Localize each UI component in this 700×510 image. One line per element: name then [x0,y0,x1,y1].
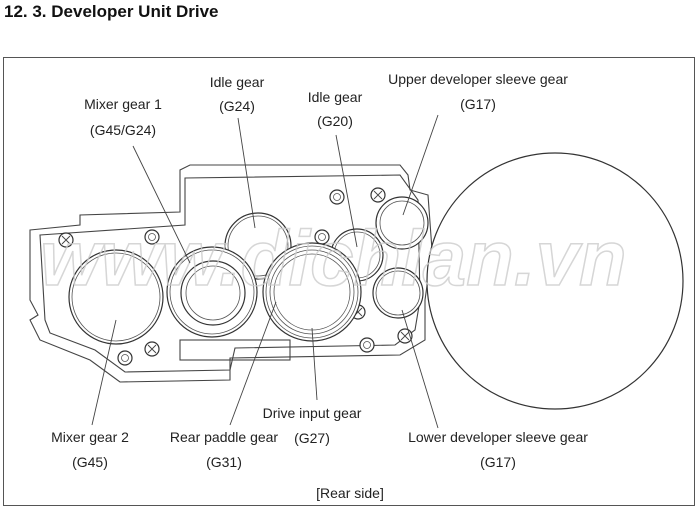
screw-icon [58,232,74,248]
label-rear-paddle-name: Rear paddle gear [170,429,279,445]
housing-outline [29,164,433,383]
boss-icon [329,189,345,205]
leader-line [401,309,439,429]
boss-icon [314,229,330,245]
lower-developer-sleeve-gear [372,267,424,319]
label-mixer-2-name: Mixer gear 2 [51,429,129,445]
label-mixer-1-code: (G45/G24) [90,122,156,138]
label-mixer-1-name: Mixer gear 1 [84,96,162,112]
upper-developer-sleeve-gear [375,196,429,250]
boss-icon [117,350,133,366]
leader-line [132,145,191,264]
boss-icon [359,337,375,353]
label-idle-g20-name: Idle gear [308,89,363,105]
developer-sleeve [426,152,684,410]
caption-rear-side: [Rear side] [316,485,384,501]
label-idle-g24-name: Idle gear [210,74,265,90]
diagram-frame [3,57,695,506]
boss-icon [144,229,160,245]
mixer-gear-1 [166,246,258,338]
leader-line [335,134,358,248]
mixer-gear-2 [68,249,164,345]
leader-line [311,327,318,401]
label-idle-g24-code: (G24) [219,98,255,114]
label-drive-input-name: Drive input gear [263,405,362,421]
watermark: www.dichlan.vn [40,214,627,302]
screw-icon [144,341,160,357]
label-mixer-2-code: (G45) [72,454,108,470]
leader-line [402,114,439,216]
leader-line [229,301,277,426]
housing-inner-outline [39,174,421,373]
leader-line [91,319,117,426]
label-lower-sleeve-code: (G17) [480,454,516,470]
screw-icon [370,187,386,203]
label-lower-sleeve-name: Lower developer sleeve gear [408,429,588,445]
housing-slot [179,339,291,361]
section-title: 12. 3. Developer Unit Drive [4,2,219,21]
label-upper-sleeve-name: Upper developer sleeve gear [388,71,568,87]
label-upper-sleeve-code: (G17) [460,96,496,112]
label-idle-g20-code: (G20) [317,113,353,129]
leader-line [237,117,256,229]
label-drive-input-code: (G27) [294,430,330,446]
label-rear-paddle-code: (G31) [206,454,242,470]
